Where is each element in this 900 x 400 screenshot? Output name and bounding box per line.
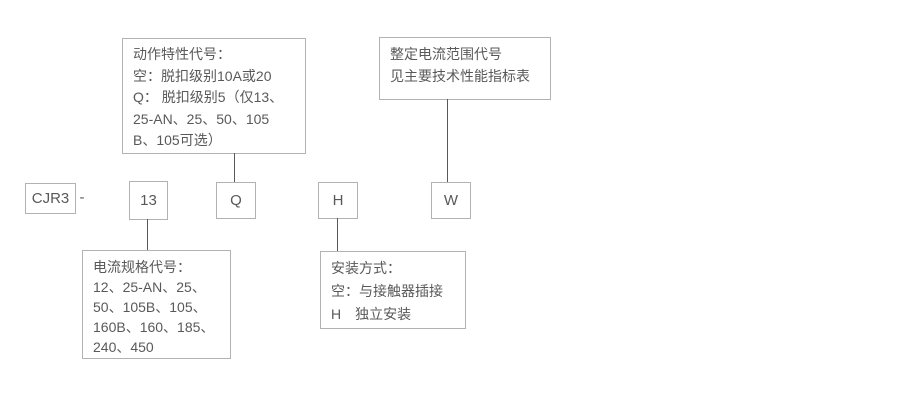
model-prefix-box: CJR3 [25,183,76,214]
model-prefix-label: CJR3 [31,190,70,207]
connector-h-to-mounting [337,218,338,251]
callout-line: H 独立安装 [331,306,412,322]
action-characteristic-callout: 动作特性代号： 空：脱扣级别10A或20 Q： 脱扣级别5（仅13、 25-AN… [122,38,306,154]
segment-current-range-label: W [443,192,459,209]
callout-line: 50、105B、105、 [93,299,207,315]
connector-action-to-q [234,153,235,182]
callout-line: 240、450 [93,339,154,355]
callout-line: 安装方式： [331,260,401,276]
callout-line: 动作特性代号： [133,46,231,62]
mounting-callout: 安装方式： 空：与接触器插接 H 独立安装 [320,251,466,329]
callout-line: 25-AN、25、50、105 [133,110,270,127]
connector-range-to-w [447,99,448,182]
callout-line: 整定电流范围代号 [390,46,502,62]
callout-line: 160B、160、185、 [93,319,215,335]
segment-mounting-label: H [332,192,344,209]
segment-mounting-box: H [318,182,358,219]
connector-13-to-spec [147,219,148,250]
model-separator: - [79,189,85,206]
segment-current-spec-box: 13 [129,181,168,220]
callout-line: 空：脱扣级别10A或20 [133,67,272,84]
segment-action-characteristic-label: Q [230,192,242,209]
segment-current-range-box: W [431,182,471,219]
callout-line: 电流规格代号： [93,259,191,275]
callout-line: 空：与接触器插接 [331,283,443,299]
callout-line: Q： 脱扣级别5（仅13、 [133,89,284,105]
segment-current-spec-label: 13 [140,192,157,209]
current-spec-callout: 电流规格代号： 12、25-AN、25、 50、105B、105、 160B、1… [82,250,231,359]
segment-action-characteristic-box: Q [216,182,256,219]
callout-line: 12、25-AN、25、 [93,279,206,295]
callout-line: B、105可选） [133,132,222,148]
current-range-callout: 整定电流范围代号 见主要技术性能指标表 [379,37,551,100]
callout-line: 见主要技术性能指标表 [390,68,530,84]
